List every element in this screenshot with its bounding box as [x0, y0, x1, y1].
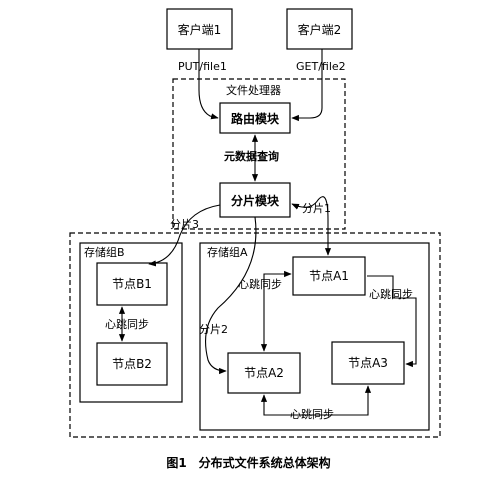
edge-a1-a2-heartbeat [260, 270, 292, 352]
file-processor-boundary [172, 78, 346, 230]
metadata-query-label: 元数据查询 [224, 149, 279, 163]
client1-label: 客户端1 [178, 22, 222, 37]
node-a3-box [331, 341, 405, 385]
shard-module-label: 分片模块 [231, 193, 280, 208]
storage-group-a-label: 存储组A [207, 245, 248, 259]
storage-cluster-boundary [69, 232, 441, 438]
edge-shard3-to-b1 [148, 204, 221, 267]
router-module-label: 路由模块 [231, 111, 280, 126]
node-a2-label: 节点A2 [244, 366, 284, 380]
edge-shard1-to-a1 [291, 196, 332, 256]
put-request-label: PUT/file1 [178, 60, 227, 73]
edge-client2-to-router [291, 49, 323, 122]
storage-group-b-box [79, 242, 183, 403]
heartbeat-a1-a3-label: 心跳同步 [369, 287, 413, 301]
edge-a2-a3-heartbeat [260, 385, 372, 416]
shard1-label: 分片1 [302, 202, 331, 215]
storage-group-b-label: 存储组B [84, 245, 125, 259]
edge-a1-a3-heartbeat [367, 275, 417, 368]
figure-caption: 图1 分布式文件系统总体架构 [166, 455, 330, 470]
shard3-label: 分片3 [170, 218, 199, 231]
client2-box [286, 8, 353, 50]
node-a1-box [292, 256, 366, 296]
heartbeat-b-label: 心跳同步 [105, 317, 149, 331]
client2-label: 客户端2 [298, 22, 342, 37]
router-module-box [219, 102, 291, 134]
node-b2-label: 节点B2 [112, 357, 152, 371]
edge-shard2-to-a2 [205, 216, 257, 375]
node-b1-label: 节点B1 [112, 277, 152, 291]
client1-box [166, 8, 233, 50]
file-processor-label: 文件处理器 [226, 83, 281, 97]
heartbeat-a2-a3-label: 心跳同步 [290, 407, 334, 421]
edge-client1-to-router [198, 49, 219, 120]
shard-module-box [219, 182, 291, 218]
get-request-label: GET/file2 [296, 60, 346, 73]
shard2-label: 分片2 [199, 323, 228, 336]
heartbeat-a1-a2-label: 心跳同步 [238, 277, 282, 291]
node-b1-box [96, 262, 168, 306]
node-a3-label: 节点A3 [348, 356, 388, 370]
node-a1-label: 节点A1 [309, 269, 349, 283]
node-b2-box [96, 342, 168, 386]
